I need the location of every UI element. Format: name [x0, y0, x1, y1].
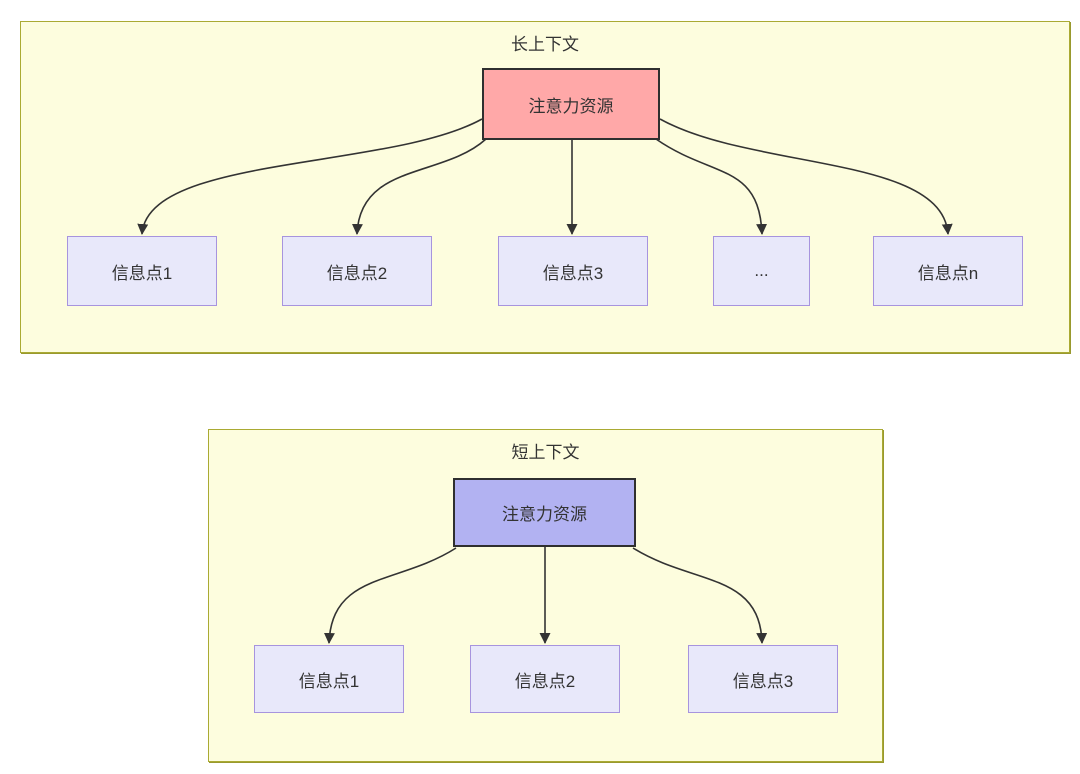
short-node-2-label: 信息点2 [514, 671, 576, 691]
long-context-title: 长上下文 [511, 35, 579, 54]
short-node-1-label: 信息点1 [298, 671, 360, 691]
long-node-n-label: 信息点n [917, 263, 979, 283]
long-node-ellipsis: ... [713, 236, 810, 306]
long-node-2-label: 信息点2 [326, 263, 388, 283]
short-node-3: 信息点3 [688, 645, 838, 713]
long-node-2: 信息点2 [282, 236, 432, 306]
long-node-1-label: 信息点1 [111, 263, 173, 283]
attention-hub-short-label: 注意力资源 [502, 505, 587, 524]
short-node-1: 信息点1 [254, 645, 404, 713]
short-context-title: 短上下文 [511, 443, 580, 462]
attention-hub-long: 注意力资源 [482, 68, 660, 140]
long-node-ellipsis-label: ... [754, 261, 769, 280]
attention-hub-short: 注意力资源 [453, 478, 636, 547]
attention-hub-long-label: 注意力资源 [528, 96, 614, 116]
long-node-3: 信息点3 [498, 236, 648, 306]
short-node-2: 信息点2 [470, 645, 620, 713]
long-node-n: 信息点n [873, 236, 1023, 306]
short-node-3-label: 信息点3 [732, 671, 794, 691]
long-node-1: 信息点1 [67, 236, 217, 306]
long-node-3-label: 信息点3 [542, 263, 604, 283]
